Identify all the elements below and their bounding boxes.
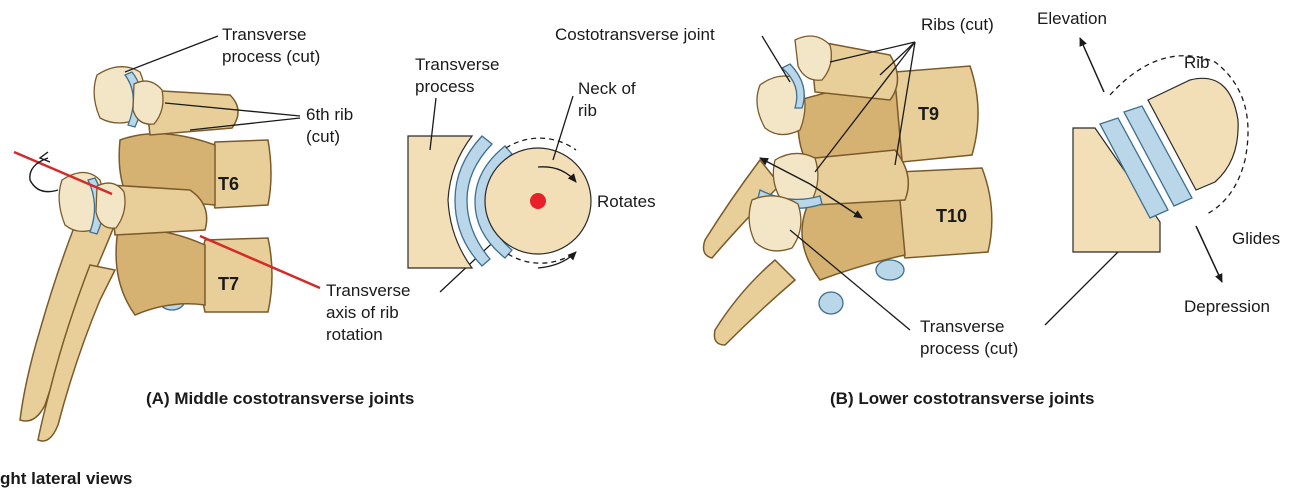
rotates-arrow-lower-icon	[538, 252, 576, 268]
caption-panel-a: (A) Middle costotransverse joints	[146, 389, 414, 408]
caption-footer: ght lateral views	[0, 469, 132, 488]
b-costal-facet-upper	[876, 260, 904, 280]
label-rib: Rib	[1184, 53, 1210, 72]
panel-a-schematic	[408, 136, 591, 268]
b-upper-rib-cut-face	[795, 36, 831, 80]
label-ribs-cut: Ribs (cut)	[921, 15, 994, 34]
schematic-rotation-axis-dot	[530, 193, 546, 209]
label-b-transverse-process-cut: Transverse process (cut)	[920, 317, 1018, 358]
elevation-arrow-icon	[1080, 38, 1104, 92]
panel-b-schematic	[1073, 38, 1248, 282]
upper-rib-cut-face	[133, 81, 163, 124]
label-elevation: Elevation	[1037, 9, 1107, 28]
label-transverse-process-cut-a: Transverse process (cut)	[222, 25, 320, 66]
label-t6: T6	[218, 174, 239, 194]
b-costal-facet-lower	[819, 292, 843, 314]
b-lower-transverse-process	[749, 196, 801, 251]
leader-b-schematic-transverse-process	[1045, 240, 1130, 325]
leader-neck-of-rib	[553, 96, 573, 160]
label-sixth-rib-cut: 6th rib (cut)	[306, 105, 358, 146]
label-neck-of-rib: Neck of rib	[578, 79, 640, 120]
t6-spinous-process	[20, 200, 120, 421]
panel-a-illustration	[14, 67, 320, 441]
panel-b-illustration	[704, 36, 992, 345]
label-t9: T9	[918, 104, 939, 124]
label-transverse-axis: Transverse axis of rib rotation	[326, 281, 415, 344]
label-rotates: Rotates	[597, 192, 656, 211]
label-glides: Glides	[1232, 229, 1280, 248]
b-lower-rib-cut-face	[773, 153, 818, 203]
b-lower-spinous-process	[714, 260, 795, 345]
caption-panel-b: (B) Lower costotransverse joints	[830, 389, 1095, 408]
label-costotransverse-joint: Costotransverse joint	[555, 25, 715, 44]
label-depression: Depression	[1184, 297, 1270, 316]
label-t7: T7	[218, 274, 239, 294]
depression-arrow-icon	[1196, 226, 1222, 282]
label-t10: T10	[936, 206, 967, 226]
leader-costotransverse-joint	[762, 36, 790, 82]
label-schematic-transverse-process: Transverse process	[415, 55, 504, 96]
leader-transverse-process-a	[125, 36, 218, 72]
t7-pedicle	[116, 229, 205, 315]
rotation-arrow-icon	[30, 158, 58, 192]
